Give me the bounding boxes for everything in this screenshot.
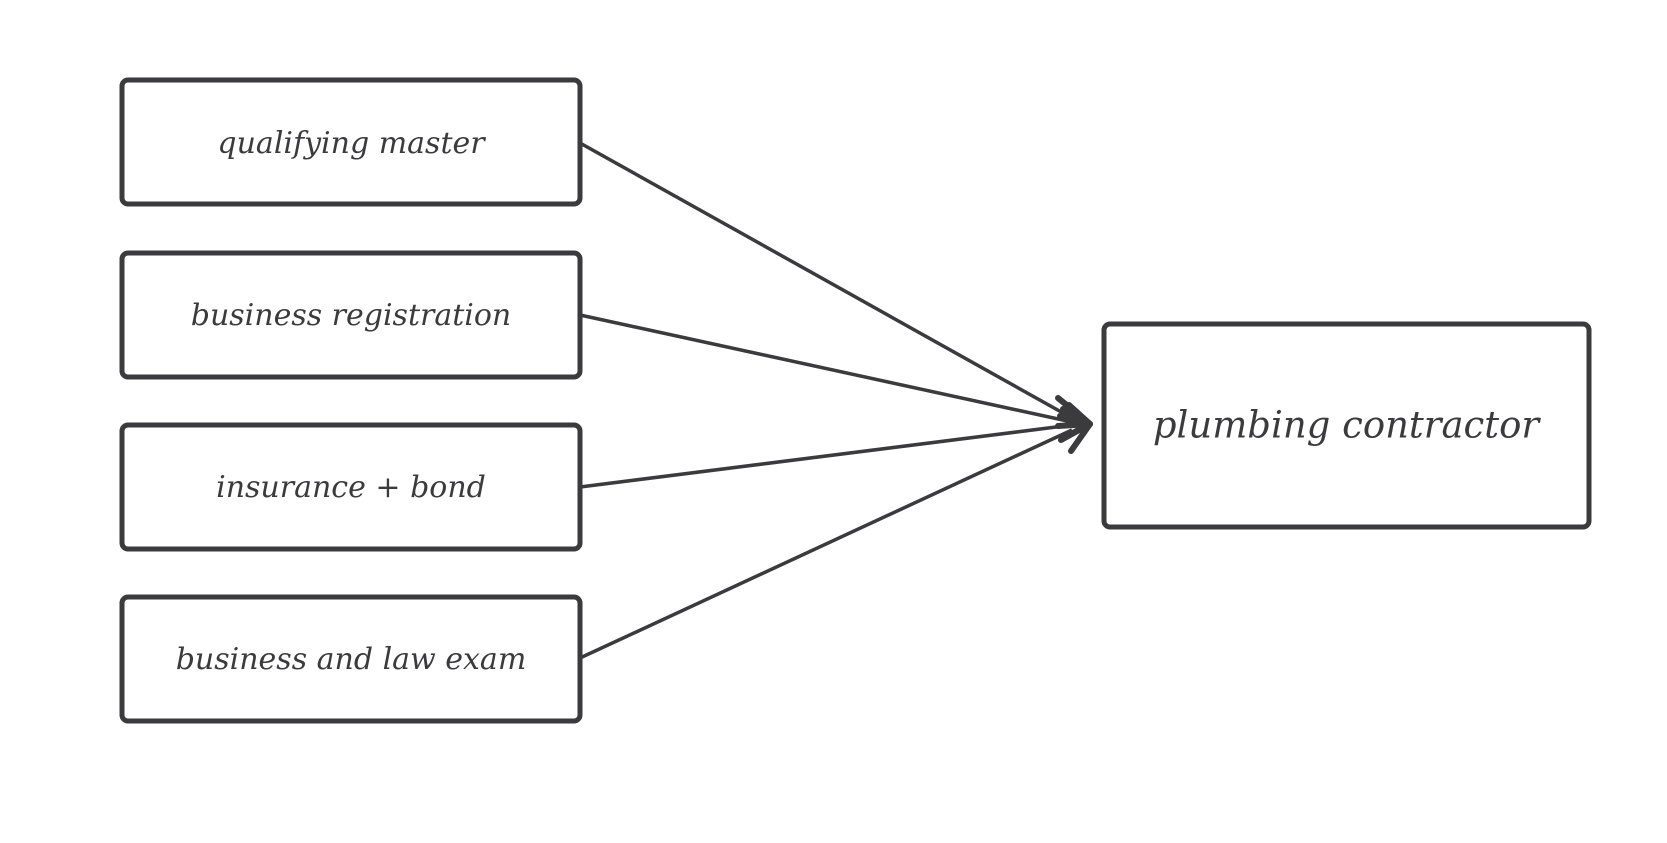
edge-insurance-bond	[579, 423, 1073, 489]
node-label-qualifying-master: qualifying master	[217, 126, 486, 161]
arrowhead-4	[1066, 402, 1093, 454]
node-business-registration[interactable]: business registration	[119, 250, 583, 380]
edge-business-registration	[579, 313, 1073, 424]
node-plumbing-contractor[interactable]: plumbing contractor	[1101, 321, 1592, 530]
node-label-business-registration: business registration	[191, 298, 512, 333]
node-label-insurance-bond: insurance + bond	[216, 470, 486, 505]
node-qualifying-master[interactable]: qualifying master	[119, 77, 583, 207]
edge-qualifying-master	[579, 141, 1073, 420]
node-label-business-law-exam: business and law exam	[176, 642, 527, 677]
node-business-law-exam[interactable]: business and law exam	[119, 594, 583, 724]
arrowhead-group	[1055, 395, 1093, 454]
node-label-plumbing-contractor: plumbing contractor	[1153, 404, 1542, 447]
edge-business-law-exam	[579, 428, 1073, 660]
node-insurance-bond[interactable]: insurance + bond	[119, 422, 583, 552]
